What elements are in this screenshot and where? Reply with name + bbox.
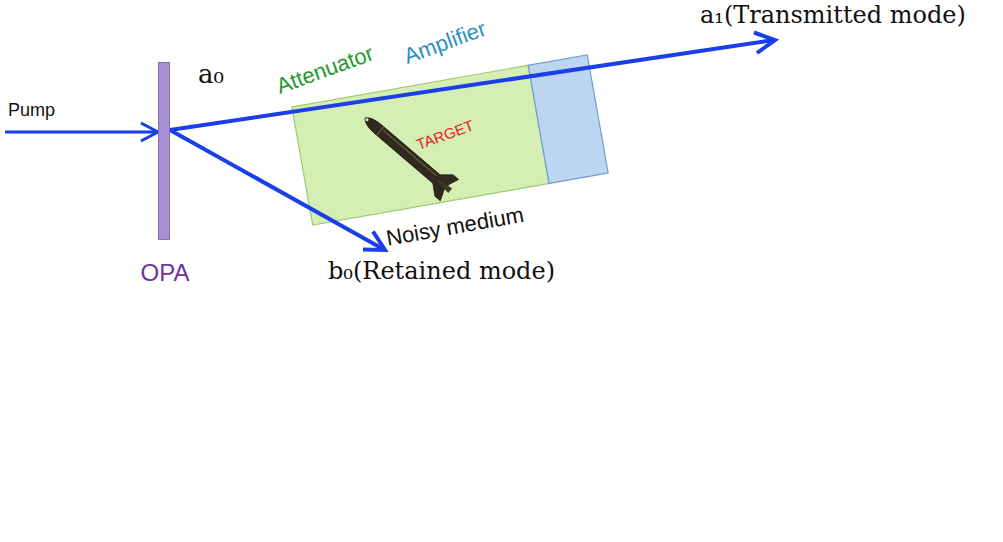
mode-label: b₀(Retained mode) xyxy=(328,258,555,286)
retained-beam xyxy=(170,130,384,250)
amplifier-label: Amplifier xyxy=(401,16,490,69)
attenuator-slab xyxy=(292,65,549,225)
target-label: TARGET xyxy=(414,117,476,154)
opa-label: OPA xyxy=(141,259,190,287)
attenuator-label: Attenuator xyxy=(273,41,377,99)
arrow-head xyxy=(141,123,158,141)
arrow-head xyxy=(363,232,385,251)
attenuator-box: AttenuatorTARGETNoisy medium xyxy=(292,65,549,225)
missile-target xyxy=(356,107,459,201)
transmitted-beam xyxy=(170,40,774,130)
mode-label: a₁(Transmitted mode) xyxy=(700,2,966,30)
arrow-head xyxy=(754,33,775,54)
opa-crystal: OPA xyxy=(158,62,170,240)
medium-slabs xyxy=(292,55,608,225)
pump-beam xyxy=(5,131,157,134)
mode-label: a₀ xyxy=(198,60,224,90)
pump-label: Pump xyxy=(8,100,55,121)
